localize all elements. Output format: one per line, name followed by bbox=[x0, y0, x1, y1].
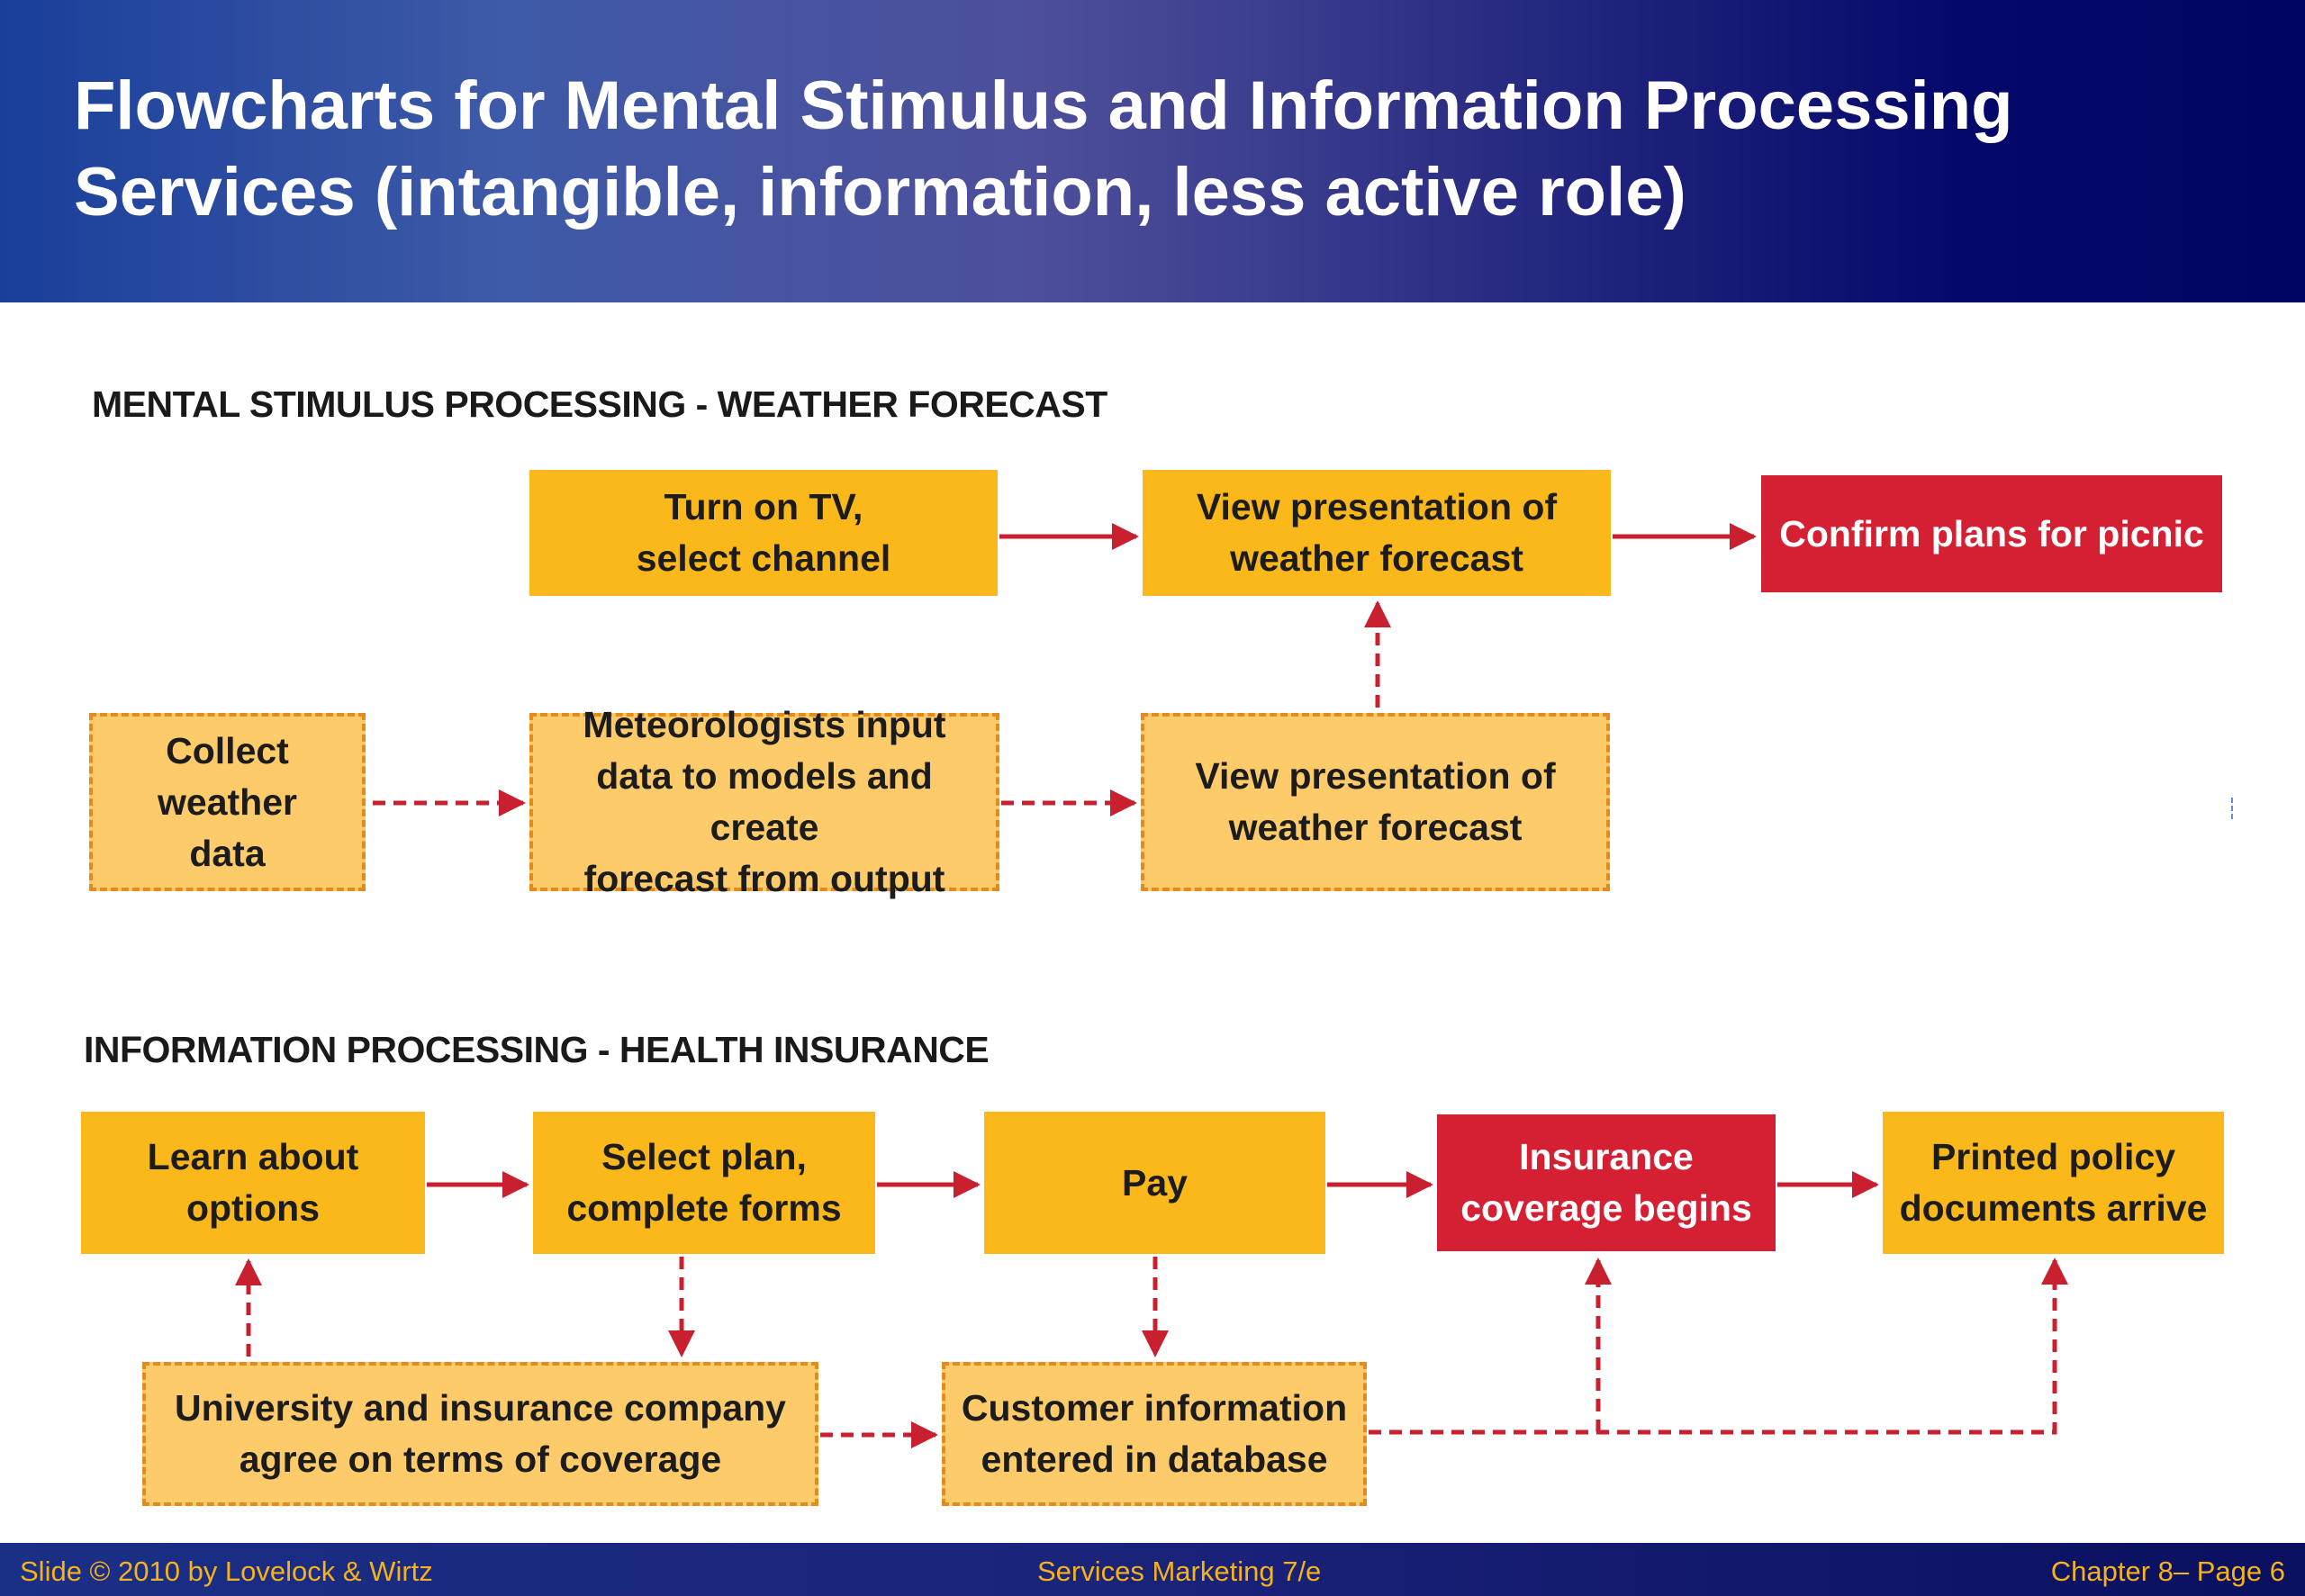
box-view-presentation-bottom: View presentation of weather forecast bbox=[1141, 713, 1610, 891]
box-label: University and insurance company agree on… bbox=[175, 1383, 786, 1485]
box-label-line: Learn about bbox=[147, 1136, 359, 1177]
box-label-line: Meteorologists input bbox=[583, 704, 946, 745]
box-label-line: data bbox=[189, 832, 266, 874]
box-label-line: complete forms bbox=[566, 1187, 842, 1229]
box-label-line: weather forecast bbox=[1230, 537, 1523, 579]
section-label-insurance: INFORMATION PROCESSING - HEALTH INSURANC… bbox=[84, 1029, 990, 1070]
box-label: Collect weather data bbox=[158, 726, 297, 879]
box-label-line: Customer information bbox=[961, 1387, 1348, 1429]
box-label: Meteorologists input data to models and c… bbox=[540, 699, 989, 905]
box-label-line: agree on terms of coverage bbox=[239, 1438, 722, 1480]
box-label-line: weather bbox=[158, 780, 297, 823]
arrow-customer-info-to-printed bbox=[1369, 1258, 2068, 1435]
slide-title-line-1: Flowcharts for Mental Stimulus and Infor… bbox=[74, 68, 2013, 144]
box-label-line: View presentation of bbox=[1196, 486, 1558, 527]
box-label-line: weather forecast bbox=[1228, 807, 1523, 848]
box-label: View presentation of weather forecast bbox=[1197, 482, 1557, 584]
box-label: Learn about options bbox=[148, 1132, 359, 1234]
box-label-line: Pay bbox=[1122, 1161, 1188, 1204]
box-label: View presentation of weather forecast bbox=[1195, 751, 1555, 853]
box-label: Turn on TV, select channel bbox=[637, 482, 891, 584]
box-label-line: Select plan, bbox=[601, 1136, 807, 1177]
box-view-presentation-top: View presentation of weather forecast bbox=[1143, 470, 1611, 596]
box-label: Customer information entered in database bbox=[962, 1383, 1347, 1485]
footer-page-number: Chapter 8– Page 6 bbox=[2050, 1555, 2285, 1587]
box-label-line: Turn on TV, bbox=[664, 486, 863, 527]
box-meteorologists: Meteorologists input data to models and c… bbox=[529, 704, 999, 899]
slide-title: Flowcharts for Mental Stimulus and Infor… bbox=[74, 63, 2253, 236]
footer-bar: Slide © 2010 by Lovelock & Wirtz Service… bbox=[0, 1543, 2305, 1596]
box-label: Insurance coverage begins bbox=[1460, 1132, 1752, 1234]
box-collect-weather-data: Collect weather data bbox=[89, 713, 366, 891]
slide-title-line-2: Services (intangible, information, less … bbox=[74, 154, 1686, 230]
footer-book-title: Services Marketing 7/e bbox=[1037, 1555, 1322, 1587]
box-label-line: entered in database bbox=[981, 1438, 1328, 1480]
box-learn-options: Learn about options bbox=[81, 1112, 425, 1254]
box-select-plan: Select plan, complete forms bbox=[533, 1112, 875, 1254]
box-label-line: data to models and create bbox=[596, 755, 933, 848]
box-label-line: select channel bbox=[636, 537, 891, 579]
footer-copyright: Slide © 2010 by Lovelock & Wirtz bbox=[20, 1555, 433, 1587]
box-label: Select plan, complete forms bbox=[566, 1132, 841, 1234]
box-label-line: forecast from output bbox=[583, 858, 945, 899]
box-label-line: Confirm plans for picnic bbox=[1779, 512, 2204, 555]
box-customer-info: Customer information entered in database bbox=[942, 1362, 1367, 1506]
box-confirm-plans: Confirm plans for picnic bbox=[1761, 475, 2222, 592]
box-label-line: options bbox=[185, 1187, 320, 1229]
box-label: Confirm plans for picnic bbox=[1779, 509, 2204, 560]
box-label-line: University and insurance company bbox=[174, 1387, 786, 1429]
stray-dash-mark bbox=[2231, 798, 2236, 819]
box-turn-on-tv: Turn on TV, select channel bbox=[529, 470, 998, 596]
box-university-agree: University and insurance company agree on… bbox=[142, 1362, 818, 1506]
box-label: Printed policy documents arrive bbox=[1900, 1132, 2208, 1234]
box-label-line: coverage begins bbox=[1460, 1187, 1752, 1229]
box-coverage-begins: Insurance coverage begins bbox=[1437, 1114, 1776, 1251]
box-printed-policy: Printed policy documents arrive bbox=[1883, 1112, 2224, 1254]
box-label: Pay bbox=[1122, 1158, 1188, 1209]
box-label-line: documents arrive bbox=[1899, 1187, 2208, 1229]
box-label-line: Printed policy bbox=[1930, 1136, 2176, 1177]
box-pay: Pay bbox=[984, 1112, 1325, 1254]
box-label-line: View presentation of bbox=[1195, 755, 1556, 797]
box-label-line: Insurance bbox=[1519, 1136, 1694, 1177]
box-label-line: Collect bbox=[166, 729, 289, 771]
section-label-weather: MENTAL STIMULUS PROCESSING - WEATHER FOR… bbox=[92, 383, 1107, 425]
title-banner: Flowcharts for Mental Stimulus and Infor… bbox=[0, 0, 2305, 302]
